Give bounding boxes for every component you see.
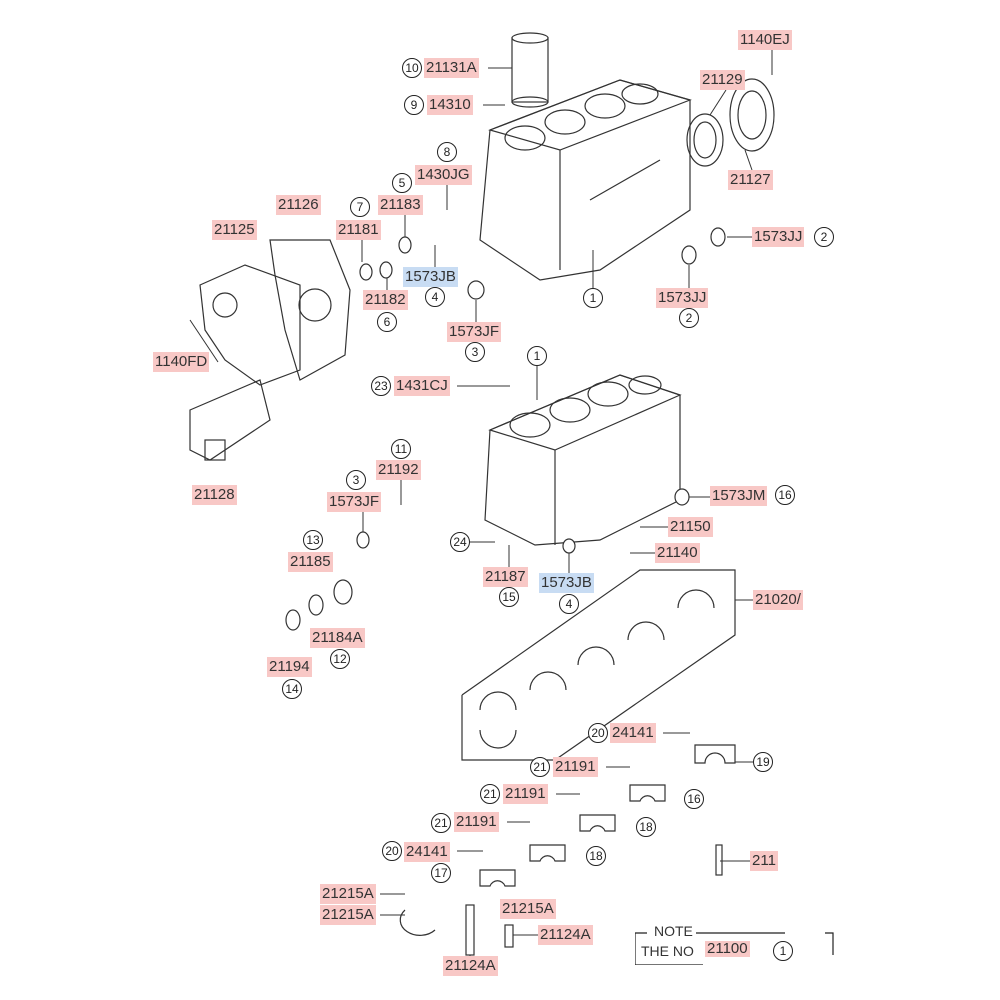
- ref-number-circle: 19: [753, 752, 773, 772]
- note-text: THE NO: [641, 943, 694, 959]
- ref-number-circle: 14: [282, 679, 302, 699]
- part-label[interactable]: 1573JF: [327, 492, 382, 512]
- part-label[interactable]: 1573JF: [447, 322, 502, 342]
- part-label[interactable]: 21215A: [320, 905, 376, 925]
- part-label[interactable]: 21126: [276, 195, 321, 215]
- ref-number-circle: 21: [431, 813, 451, 833]
- part-label[interactable]: 211: [750, 851, 778, 871]
- part-label[interactable]: 21131A: [424, 58, 479, 78]
- seal-retainer: [729, 78, 775, 152]
- ref-number-circle: 7: [350, 197, 370, 217]
- ref-number-circle: 3: [465, 342, 485, 362]
- note-title: NOTE: [651, 923, 696, 939]
- part-label[interactable]: 21215A: [320, 884, 376, 904]
- ref-number-circle: 16: [684, 789, 704, 809]
- bearing-caps: [399, 744, 736, 956]
- part-label[interactable]: 21127: [728, 170, 773, 190]
- part-label[interactable]: 21191: [503, 784, 548, 804]
- part-label[interactable]: 21181: [336, 220, 381, 240]
- part-label[interactable]: 21124A: [538, 925, 593, 945]
- ref-number-circle: 1: [583, 288, 603, 308]
- ref-number-circle: 18: [636, 817, 656, 837]
- ref-number-circle: 12: [330, 649, 350, 669]
- ref-number-circle: 4: [425, 287, 445, 307]
- part-label-highlighted[interactable]: 1573JB: [539, 573, 594, 593]
- ref-number-circle: 20: [588, 723, 608, 743]
- leader-lines: [189, 50, 773, 956]
- part-label[interactable]: 21182: [363, 290, 408, 310]
- ref-number-circle: 5: [392, 173, 412, 193]
- part-label[interactable]: 21183: [378, 195, 423, 215]
- ref-number-circle: 17: [431, 863, 451, 883]
- part-label[interactable]: 24141: [610, 723, 656, 743]
- part-label[interactable]: 21191: [454, 812, 499, 832]
- lower-cylinder-block: [484, 374, 682, 546]
- ref-number-circle: 21: [480, 784, 500, 804]
- part-label[interactable]: 21140: [655, 543, 700, 563]
- part-label[interactable]: 1430JG: [415, 165, 472, 185]
- ref-number-circle: 16: [775, 485, 795, 505]
- part-label[interactable]: 21215A: [500, 899, 556, 919]
- part-label[interactable]: 21125: [212, 220, 257, 240]
- ref-number-circle: 20: [382, 841, 402, 861]
- baffle-plate: [189, 379, 271, 461]
- ref-number-circle: 2: [679, 308, 699, 328]
- ref-number-circle: 4: [559, 594, 579, 614]
- part-label[interactable]: 1140EJ: [738, 30, 792, 50]
- part-label[interactable]: 1431CJ: [394, 376, 450, 396]
- ref-number-circle: 10: [402, 58, 422, 78]
- part-label-highlighted[interactable]: 1573JB: [403, 267, 458, 287]
- ref-number-circle: 11: [391, 439, 411, 459]
- part-label[interactable]: 21129: [700, 70, 745, 90]
- part-label[interactable]: 21187: [483, 567, 528, 587]
- ref-number-circle: 3: [346, 470, 366, 490]
- ref-number-circle: 1: [773, 941, 793, 961]
- front-plate: [199, 239, 351, 386]
- part-label[interactable]: 21194: [267, 657, 312, 677]
- ref-number-circle: 23: [371, 376, 391, 396]
- part-label[interactable]: 14310: [427, 95, 473, 115]
- part-label[interactable]: 1573JM: [710, 486, 768, 506]
- ref-number-circle: 18: [586, 846, 606, 866]
- part-label[interactable]: 24141: [404, 842, 450, 862]
- cylinder-liner: [511, 32, 549, 108]
- part-label[interactable]: 21185: [288, 552, 333, 572]
- ref-number-circle: 21: [530, 757, 550, 777]
- part-label[interactable]: 21020/: [753, 590, 803, 610]
- rear-oil-seal: [686, 113, 724, 167]
- ref-number-circle: 8: [437, 142, 457, 162]
- ref-number-circle: 1: [527, 346, 547, 366]
- part-label[interactable]: 1140FD: [153, 352, 210, 372]
- part-label[interactable]: 21192: [376, 460, 421, 480]
- note-part-label[interactable]: 21100: [705, 941, 750, 957]
- part-label[interactable]: 1573JJ: [656, 288, 709, 308]
- part-label[interactable]: 21184A: [310, 628, 365, 648]
- part-label[interactable]: 21124A: [443, 956, 498, 976]
- ref-number-circle: 13: [303, 530, 323, 550]
- ref-number-circle: 9: [404, 95, 424, 115]
- bushings: [285, 227, 726, 631]
- part-label[interactable]: 21191: [553, 757, 598, 777]
- part-label[interactable]: 21128: [192, 485, 237, 505]
- part-label[interactable]: 21150: [668, 517, 713, 537]
- ref-number-circle: 2: [814, 227, 834, 247]
- note-box-border: [635, 932, 834, 965]
- bearing-set-box: [461, 569, 736, 761]
- note-box: NOTE THE NO 21100 1: [635, 923, 835, 965]
- upper-cylinder-block: [479, 79, 692, 281]
- ref-number-circle: 15: [499, 587, 519, 607]
- ref-number-circle: 24: [450, 532, 470, 552]
- ref-number-circle: 6: [377, 312, 397, 332]
- part-label[interactable]: 1573JJ: [752, 227, 805, 247]
